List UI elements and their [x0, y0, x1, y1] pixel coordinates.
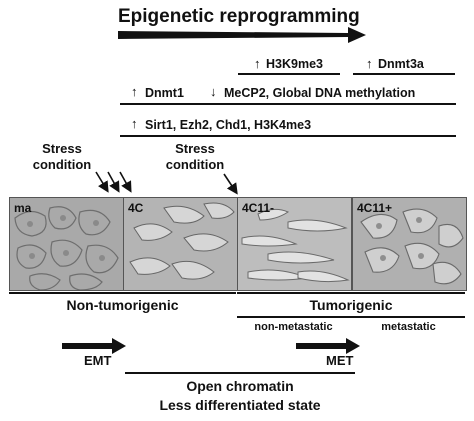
label-met: MET: [326, 353, 354, 368]
marker-dnmt1: Dnmt1: [145, 86, 184, 100]
label-non-tumorigenic: Non-tumorigenic: [66, 297, 179, 313]
met-arrow: [296, 338, 360, 354]
up-arrow-icon: ↑: [366, 56, 373, 71]
marker-mecp2: MeCP2, Global DNA methylation: [224, 86, 416, 100]
label-less-differentiated: Less differentiated state: [159, 397, 321, 413]
stress-label-right-2: condition: [165, 157, 225, 172]
cell-panel-4c11-minus: 4C11-: [237, 197, 352, 291]
label-open-chromatin: Open chromatin: [186, 378, 294, 394]
line-h3k9me3: [238, 73, 340, 75]
emt-arrow: [62, 338, 126, 354]
cell-panel-4c11-plus: 4C11+: [352, 197, 467, 291]
stress-arrow-4: [223, 173, 238, 195]
stress-arrow-1: [95, 171, 109, 193]
label-tumorigenic: Tumorigenic: [309, 297, 393, 313]
stress-arrow-3: [119, 171, 132, 193]
cell-panel-ma: ma: [9, 197, 124, 291]
panel-label-4c: 4C: [128, 201, 144, 215]
line-sirt1: [120, 135, 456, 137]
reprogramming-arrow: [118, 27, 366, 43]
cell-panel-4c: 4C: [123, 197, 238, 291]
down-arrow-icon: ↓: [210, 84, 217, 99]
stress-label-left-2: condition: [32, 157, 92, 172]
line-tumorigenic-sub: [237, 316, 465, 318]
title: Epigenetic reprogramming: [118, 6, 360, 27]
stress-label-left-1: Stress: [42, 141, 82, 156]
marker-sirt1: Sirt1, Ezh2, Chd1, H3K4me3: [145, 118, 312, 132]
line-dnmt3a: [353, 73, 455, 75]
up-arrow-icon: ↑: [131, 116, 138, 131]
panel-label-4c11-minus: 4C11-: [242, 201, 275, 215]
marker-h3k9me3: H3K9me3: [266, 57, 323, 71]
label-non-metastatic: non-metastatic: [254, 321, 333, 333]
up-arrow-icon: ↑: [254, 56, 261, 71]
line-open-chromatin: [125, 372, 355, 374]
panel-label-4c11-plus: 4C11+: [357, 201, 393, 215]
panel-label-ma: ma: [14, 201, 32, 215]
line-tumorigenic: [237, 292, 465, 294]
label-emt: EMT: [84, 353, 112, 368]
line-non-tumorigenic: [9, 292, 236, 294]
line-dnmt1: [120, 103, 456, 105]
label-metastatic: metastatic: [381, 321, 436, 333]
marker-dnmt3a: Dnmt3a: [378, 57, 424, 71]
up-arrow-icon: ↑: [131, 84, 138, 99]
stress-label-right-1: Stress: [175, 141, 215, 156]
stress-arrow-2: [107, 171, 120, 193]
